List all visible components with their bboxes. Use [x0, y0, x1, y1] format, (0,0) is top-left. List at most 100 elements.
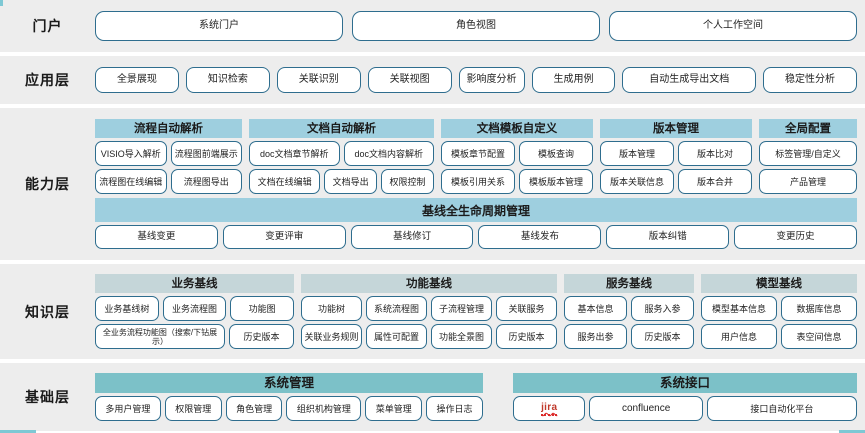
knowledge-group-service-baseline: 服务基线 基本信息 服务入参 服务出参 历史版本 [564, 273, 694, 350]
cap-item-doc-chapter-parse[interactable]: doc文档章节解析 [249, 141, 340, 167]
cell-row: 标签管理/自定义 [759, 141, 857, 167]
found-item-jira[interactable]: jira [513, 396, 586, 422]
foundation-block-row: 系统管理 多用户管理 权限管理 角色管理 组织机构管理 菜单管理 操作日志 系统… [95, 372, 857, 422]
portal-item-personal-workspace[interactable]: 个人工作空间 [609, 11, 857, 41]
baseline-item-change-history[interactable]: 变更历史 [734, 225, 857, 250]
group-cells-function-baseline: 功能树 系统流程图 子流程管理 关联服务 关联业务规则 属性可配置 功能全景图 … [301, 296, 557, 350]
cap-item-template-query[interactable]: 模板查询 [519, 141, 593, 167]
cap-item-flowchart-export[interactable]: 流程图导出 [170, 169, 242, 195]
know-item-related-business-rules[interactable]: 关联业务规则 [301, 324, 362, 350]
cap-item-doc-content-parse[interactable]: doc文档内容解析 [343, 141, 434, 167]
cell-row: 产品管理 [759, 169, 857, 195]
know-item-history-version-service[interactable]: 历史版本 [631, 324, 694, 350]
cell-row: 模板引用关系 模板版本管理 [441, 169, 593, 195]
knowledge-group-business-baseline: 业务基线 业务基线树 业务流程图 功能图 全业务流程功能图（搜索/下钻展示） 历… [95, 273, 295, 350]
app-item-knowledge-search[interactable]: 知识检索 [185, 67, 270, 93]
group-title-doc-template: 文档模板自定义 [441, 118, 593, 139]
app-item-panorama[interactable]: 全景展现 [95, 67, 179, 93]
foundation-block-system-interface: 系统接口 jira confluence 接口自动化平台 [513, 372, 857, 422]
know-item-business-baseline-tree[interactable]: 业务基线树 [95, 296, 159, 322]
found-item-permission-management[interactable]: 权限管理 [164, 396, 222, 422]
know-item-history-version-function[interactable]: 历史版本 [496, 324, 557, 350]
know-item-tablespace-info[interactable]: 表空间信息 [781, 324, 857, 350]
layer-body-portal: 系统门户 角色视图 个人工作空间 [95, 0, 865, 52]
cap-item-visio-import-parse[interactable]: VISIO导入解析 [95, 141, 167, 167]
cap-item-version-merge[interactable]: 版本合并 [678, 169, 752, 195]
group-title-model-baseline: 模型基线 [701, 273, 857, 294]
cell-row: 版本管理 版本比对 [600, 141, 752, 167]
group-title-function-baseline: 功能基线 [301, 273, 557, 294]
foundation-block-system-management: 系统管理 多用户管理 权限管理 角色管理 组织机构管理 菜单管理 操作日志 [95, 372, 483, 422]
baseline-item-change[interactable]: 基线变更 [95, 225, 218, 250]
cap-item-version-management[interactable]: 版本管理 [600, 141, 674, 167]
found-item-confluence[interactable]: confluence [589, 396, 703, 422]
found-item-menu-management[interactable]: 菜单管理 [365, 396, 423, 422]
app-item-auto-export-doc[interactable]: 自动生成导出文档 [622, 67, 757, 93]
cap-item-tag-management-custom[interactable]: 标签管理/自定义 [759, 141, 857, 167]
cap-item-product-management[interactable]: 产品管理 [759, 169, 857, 195]
know-item-related-service[interactable]: 关联服务 [496, 296, 557, 322]
cell-row: 模型基本信息 数据库信息 [701, 296, 857, 322]
app-item-relation-recognition[interactable]: 关联识别 [276, 67, 361, 93]
found-item-interface-automation-platform[interactable]: 接口自动化平台 [706, 396, 857, 422]
cell-row: 基本信息 服务入参 [564, 296, 694, 322]
know-item-function-diagram[interactable]: 功能图 [230, 296, 295, 322]
know-item-model-basic-info[interactable]: 模型基本信息 [701, 296, 777, 322]
baseline-item-release[interactable]: 基线发布 [478, 225, 602, 250]
know-item-function-tree[interactable]: 功能树 [301, 296, 362, 322]
baseline-item-change-review[interactable]: 变更评审 [222, 225, 346, 250]
cap-item-doc-online-edit[interactable]: 文档在线编辑 [249, 169, 321, 195]
layer-portal: 门户 系统门户 角色视图 个人工作空间 [0, 0, 865, 52]
group-title-business-baseline: 业务基线 [95, 273, 294, 294]
cap-item-template-chapter-config[interactable]: 模板章节配置 [441, 141, 515, 167]
knowledge-group-row: 业务基线 业务基线树 业务流程图 功能图 全业务流程功能图（搜索/下钻展示） 历… [95, 273, 857, 350]
cell-row: 功能树 系统流程图 子流程管理 关联服务 [301, 296, 557, 322]
cap-item-permission-control[interactable]: 权限控制 [381, 169, 434, 195]
app-item-relation-view[interactable]: 关联视图 [367, 67, 452, 93]
cap-item-version-relation-info[interactable]: 版本关联信息 [600, 169, 674, 195]
found-item-operation-log[interactable]: 操作日志 [426, 396, 483, 422]
group-cells-business-baseline: 业务基线树 业务流程图 功能图 全业务流程功能图（搜索/下钻展示） 历史版本 [95, 296, 295, 350]
layer-body-capability: 流程自动解析 VISIO导入解析 流程图前端展示 流程图在线编辑 流程图导出 [95, 108, 865, 260]
baseline-item-version-correction[interactable]: 版本纠错 [606, 225, 730, 250]
know-item-user-info[interactable]: 用户信息 [701, 324, 777, 350]
app-item-stability-analysis[interactable]: 稳定性分析 [763, 67, 857, 93]
capability-banner-baseline-lifecycle: 基线全生命周期管理 基线变更 变更评审 基线修订 基线发布 版本纠错 变更历史 [95, 198, 857, 250]
cell-row: 全业务流程功能图（搜索/下钻展示） 历史版本 [95, 324, 294, 350]
cap-item-doc-export[interactable]: 文档导出 [324, 169, 378, 195]
cap-item-flowchart-frontend-display[interactable]: 流程图前端展示 [170, 141, 242, 167]
cell-row: doc文档章节解析 doc文档内容解析 [249, 141, 434, 167]
cell-row: VISIO导入解析 流程图前端展示 [95, 141, 242, 167]
app-item-generate-usecase[interactable]: 生成用例 [531, 67, 616, 93]
know-item-system-flowchart[interactable]: 系统流程图 [366, 296, 427, 322]
app-item-impact-analysis[interactable]: 影响度分析 [458, 67, 525, 93]
found-item-role-management[interactable]: 角色管理 [225, 396, 283, 422]
know-item-service-basic-info[interactable]: 基本信息 [564, 296, 627, 322]
know-item-attribute-configurable[interactable]: 属性可配置 [366, 324, 427, 350]
know-item-service-output-params[interactable]: 服务出参 [564, 324, 627, 350]
found-item-multi-user-management[interactable]: 多用户管理 [95, 396, 161, 422]
cap-item-template-version-mgmt[interactable]: 模板版本管理 [519, 169, 593, 195]
cell-row: 用户信息 表空间信息 [701, 324, 857, 350]
baseline-item-revision[interactable]: 基线修订 [350, 225, 474, 250]
cell-row: 文档在线编辑 文档导出 权限控制 [249, 169, 434, 195]
layer-label-portal: 门户 [32, 18, 63, 34]
application-item-row: 全景展现 知识检索 关联识别 关联视图 影响度分析 生成用例 自动生成导出文档 … [95, 67, 857, 93]
cap-item-template-reference-relation[interactable]: 模板引用关系 [441, 169, 515, 195]
know-item-database-info[interactable]: 数据库信息 [781, 296, 857, 322]
portal-item-system-portal[interactable]: 系统门户 [95, 11, 343, 41]
cell-row: 模板章节配置 模板查询 [441, 141, 593, 167]
portal-item-role-view[interactable]: 角色视图 [352, 11, 600, 41]
found-item-org-structure-management[interactable]: 组织机构管理 [286, 396, 362, 422]
know-item-history-version-business[interactable]: 历史版本 [228, 324, 294, 350]
know-item-service-input-params[interactable]: 服务入参 [631, 296, 694, 322]
group-cells-process-parse: VISIO导入解析 流程图前端展示 流程图在线编辑 流程图导出 [95, 141, 242, 195]
cap-item-flowchart-online-edit[interactable]: 流程图在线编辑 [95, 169, 167, 195]
cap-item-version-compare[interactable]: 版本比对 [678, 141, 752, 167]
know-item-business-flowchart[interactable]: 业务流程图 [162, 296, 227, 322]
know-item-subprocess-management[interactable]: 子流程管理 [431, 296, 492, 322]
know-item-full-business-flow-function-diagram[interactable]: 全业务流程功能图（搜索/下钻展示） [95, 324, 225, 350]
capability-group-doc-template: 文档模板自定义 模板章节配置 模板查询 模板引用关系 模板版本管理 [441, 118, 593, 195]
know-item-function-panorama[interactable]: 功能全景图 [431, 324, 492, 350]
